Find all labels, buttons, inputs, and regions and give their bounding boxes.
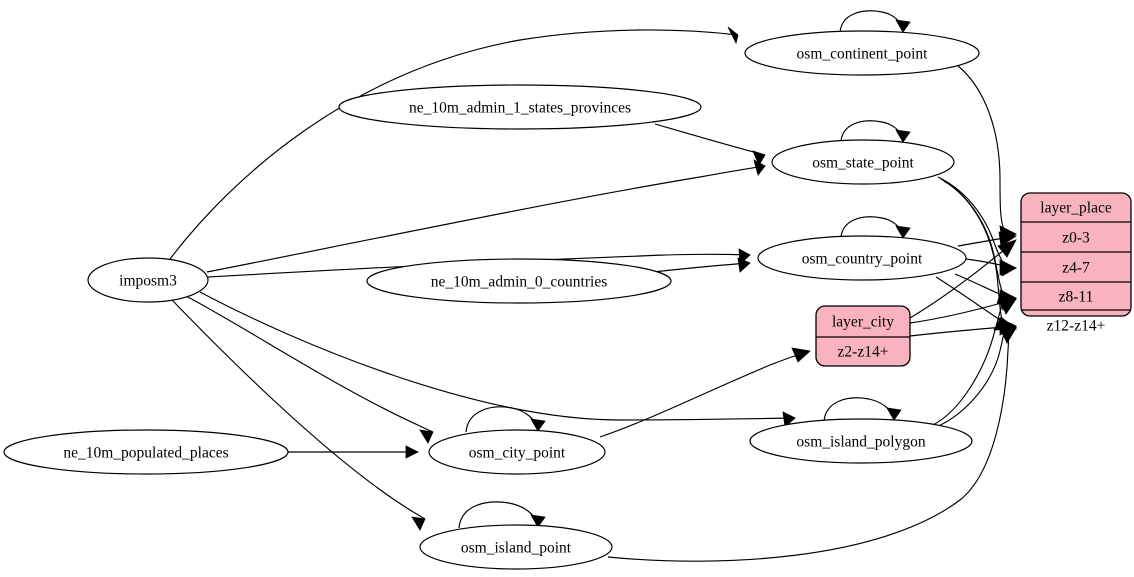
self-loop-osm_state_point: [840, 120, 911, 143]
edge-imposm3-to-osm_continent_point: [169, 26, 739, 260]
node-ne_10m_admin_0_countries[interactable]: ne_10m_admin_0_countries: [366, 258, 672, 304]
self-loop-osm_island_polygon: [823, 397, 902, 422]
record-node-layer_city[interactable]: layer_city z2-z14+: [815, 305, 911, 367]
edge-imposm3-to-osm_island_polygon: [199, 291, 796, 428]
node-osm_continent_point[interactable]: osm_continent_point: [744, 30, 980, 76]
node-imposm3[interactable]: imposm3: [87, 257, 209, 303]
edge-layer_city-to-layer_place-z0_3: [909, 239, 1017, 319]
node-osm_country_point[interactable]: osm_country_point: [757, 235, 967, 281]
edge-osm_island_polygon-to-layer_place-z8_11: [930, 298, 1017, 427]
node-osm_state_point[interactable]: osm_state_point: [771, 139, 955, 185]
edge-ne_10m_populated_places-to-osm_city_point: [288, 445, 419, 459]
edge-imposm3-to-osm_island_point: [171, 299, 426, 531]
edge-layer: [169, 10, 1018, 562]
node-layer: imposm3 ne_10m_admin_1_states_provinces …: [3, 30, 1132, 570]
edge-osm_island_polygon-to-layer_place-z12_z14: [933, 326, 1017, 429]
node-ne_10m_admin_1_states_provinces[interactable]: ne_10m_admin_1_states_provinces: [338, 84, 702, 130]
node-osm_city_point[interactable]: osm_city_point: [428, 429, 606, 475]
record-row-layer_place-z12-z14[interactable]: z12-z14+: [1047, 318, 1106, 335]
self-loop-osm_continent_point: [839, 10, 911, 34]
edge-ne_10m_admin_0_countries-to-osm_country_point: [652, 257, 751, 273]
edge-ne_10m_admin_1_states_provinces-to-osm_state_point: [654, 123, 766, 166]
edge-imposm3-to-osm_city_point: [185, 295, 434, 444]
record-node-layer_place[interactable]: layer_place z0-3 z4-7 z8-11 z12-z14+: [1020, 192, 1132, 335]
self-loop-osm_country_point: [840, 216, 911, 239]
self-loop-osm_island_point: [458, 501, 546, 529]
self-loop-osm_city_point: [465, 406, 546, 433]
edge-osm_continent_point-to-layer_place-z0_3: [956, 64, 1017, 243]
node-osm_island_polygon[interactable]: osm_island_polygon: [749, 418, 973, 464]
edge-osm_country_point-to-layer_place-z0_3: [957, 231, 1017, 247]
edge-osm_city_point-to-layer_city-z2_z14: [599, 347, 811, 438]
node-osm_island_point[interactable]: osm_island_point: [419, 524, 613, 570]
edge-osm_island_point-to-layer_place-z12_z14: [607, 327, 1017, 562]
node-ne_10m_populated_places[interactable]: ne_10m_populated_places: [3, 429, 289, 475]
edge-imposm3-to-osm_state_point: [206, 159, 766, 273]
